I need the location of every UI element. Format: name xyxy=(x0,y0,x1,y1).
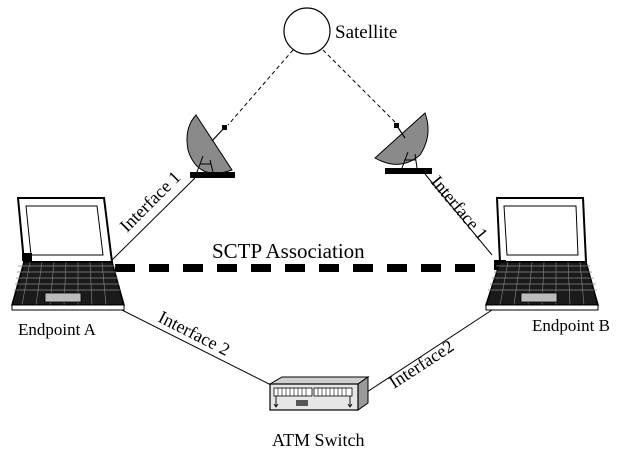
endpoint-b-laptop-icon xyxy=(484,197,599,311)
uplink-left xyxy=(227,49,294,126)
satellite-node xyxy=(283,7,331,55)
interface-1-right-label: Interface 1 xyxy=(427,172,492,244)
endpoint-b-label: Endpoint B xyxy=(532,316,610,335)
atm-switch-label: ATM Switch xyxy=(272,430,365,450)
satellite-label: Satellite xyxy=(335,22,397,43)
link-interface-1-left xyxy=(111,177,196,261)
atm-switch-icon xyxy=(268,376,370,411)
interface-2-left-label: Interface 2 xyxy=(155,307,233,360)
left-dish-icon xyxy=(186,114,235,178)
endpoint-a-laptop-icon xyxy=(11,197,125,311)
uplink-right xyxy=(322,49,399,126)
interface-1-left-label: Interface 1 xyxy=(116,167,185,236)
link-interface-2-left xyxy=(117,307,286,393)
interface-2-right-label: Interface2 xyxy=(385,336,457,393)
endpoint-a-label: Endpoint A xyxy=(18,320,97,339)
right-dish-icon xyxy=(374,112,432,174)
link-interface-2-right xyxy=(366,309,493,393)
satellite-icon xyxy=(283,7,331,55)
sctp-association-label: SCTP Association xyxy=(212,239,365,263)
link-interface-1-right xyxy=(424,173,493,256)
